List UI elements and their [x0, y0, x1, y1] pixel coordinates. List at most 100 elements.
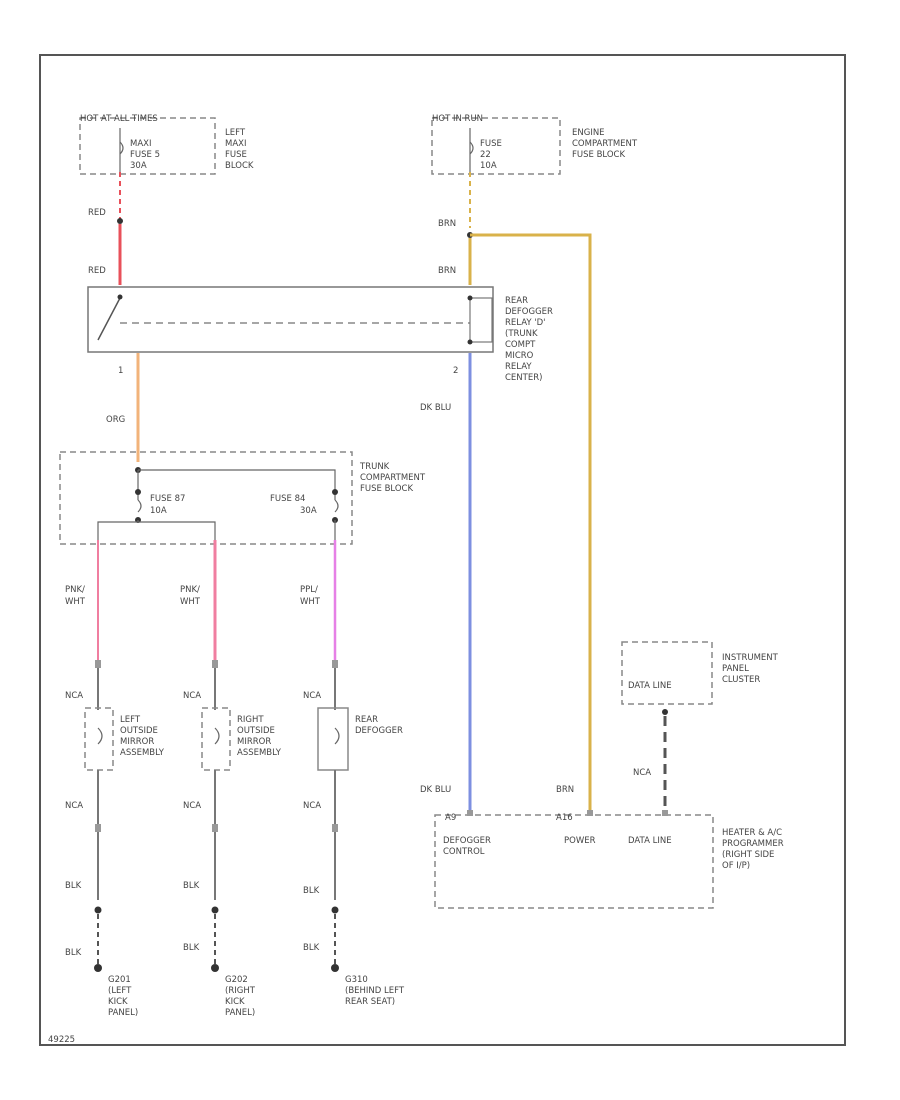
fuse-22-label-1: FUSE: [480, 139, 502, 149]
relay-center-box: [87, 286, 494, 353]
g201-label-2: (LEFT: [108, 986, 132, 996]
wire-label-nca-1: NCA: [65, 691, 83, 701]
fuse-84-label-1: FUSE 84: [270, 494, 305, 504]
defogger-control-label-1: DEFOGGER: [443, 836, 491, 846]
right-mirror-label-3: MIRROR: [237, 737, 271, 747]
wire-label-blk-1: BLK: [65, 881, 82, 891]
rear-defogger-grid-symbol: [334, 727, 340, 745]
wire-label-nca-3: NCA: [303, 691, 321, 701]
relay-pin-2: 2: [453, 366, 458, 376]
diagram-frame: [39, 54, 846, 1046]
relay-label-8: CENTER): [505, 373, 542, 383]
g202-label-3: KICK: [225, 997, 245, 1007]
connector-dot: [117, 218, 123, 224]
g202-label-1: G202: [225, 975, 248, 985]
g202-label-2: (RIGHT: [225, 986, 256, 996]
hot-in-run-label: HOT IN RUN: [432, 114, 483, 124]
relay-coil-dot-top: [467, 295, 473, 301]
left-mirror-assembly-outline: [84, 707, 114, 771]
wire-label-dk-blu-lower: DK BLU: [420, 785, 451, 795]
wire-label-nca-data: NCA: [633, 768, 651, 778]
fuse-22-symbol: [469, 141, 474, 155]
wire-label-blk-4: BLK: [65, 948, 82, 958]
hvac-pin-power: [587, 810, 593, 816]
ground-connector-right: [212, 824, 218, 832]
fuse-87-label-2: 10A: [150, 506, 167, 516]
left-maxi-block-label-2: MAXI: [225, 139, 246, 149]
fuse-87-label-1: FUSE 87: [150, 494, 185, 504]
g310-label-3: REAR SEAT): [345, 997, 395, 1007]
engine-fuse-block-label-3: FUSE BLOCK: [572, 150, 625, 160]
trunk-fuse-block-label-3: FUSE BLOCK: [360, 484, 413, 494]
wire-label-pnk-right-1: PNK/: [180, 585, 200, 595]
g202-label-4: PANEL): [225, 1008, 255, 1018]
maxi-fuse-label-3: 30A: [130, 161, 147, 171]
engine-fuse-block-label-1: ENGINE: [572, 128, 605, 138]
hvac-pin-a9-label: A9: [445, 813, 456, 823]
ground-g201: [94, 964, 102, 972]
wire-label-nca-2: NCA: [183, 691, 201, 701]
relay-label-4: (TRUNK: [505, 329, 538, 339]
engine-fuse-block-label-2: COMPARTMENT: [572, 139, 638, 149]
hvac-label-4: OF I/P): [722, 861, 750, 871]
hvac-power-label: POWER: [564, 836, 596, 846]
wire-label-blk-6: BLK: [303, 943, 320, 953]
left-maxi-block-label-4: BLOCK: [225, 161, 254, 171]
right-mirror-label-2: OUTSIDE: [237, 726, 275, 736]
maxi-fuse-label-2: FUSE 5: [130, 150, 160, 160]
g201-label-3: KICK: [108, 997, 128, 1007]
hvac-label-3: (RIGHT SIDE: [722, 850, 774, 860]
wire-label-pnk-left-1: PNK/: [65, 585, 85, 595]
relay-label-5: COMPT: [505, 340, 536, 350]
left-mirror-label-1: LEFT: [120, 715, 141, 725]
left-mirror-label-4: ASSEMBLY: [120, 748, 165, 758]
wire-label-pnk-right-2: WHT: [180, 597, 201, 607]
hvac-label-1: HEATER & A/C: [722, 828, 782, 838]
hvac-data-line-label: DATA LINE: [628, 836, 672, 846]
connector-left-mirror: [95, 660, 101, 668]
right-mirror-heater-symbol: [214, 727, 220, 745]
wire-label-red-lower: RED: [88, 266, 106, 276]
right-mirror-label-1: RIGHT: [237, 715, 264, 725]
hvac-label-2: PROGRAMMER: [722, 839, 784, 849]
fuse-84-label-2: 30A: [300, 506, 317, 516]
ipc-data-dot: [662, 709, 668, 715]
engine-fuse-block-outline: [431, 117, 561, 175]
rear-defogger-outline: [317, 707, 349, 771]
ipc-label-2: PANEL: [722, 664, 749, 674]
maxi-fuse-label-1: MAXI: [130, 139, 151, 149]
ground-connector-rear: [332, 824, 338, 832]
relay-contact-dot: [117, 294, 123, 300]
relay-label-2: DEFOGGER: [505, 307, 553, 317]
wire-label-blk-3: BLK: [303, 886, 320, 896]
relay-label-6: MICRO: [505, 351, 534, 361]
brn-wire-to-hvac: [470, 233, 592, 810]
left-mirror-label-2: OUTSIDE: [120, 726, 158, 736]
hot-at-all-times-label: HOT AT ALL TIMES: [80, 114, 158, 124]
wire-label-red-upper: RED: [88, 208, 106, 218]
fuse-87-branch-left: [97, 520, 139, 540]
fuse-84-dot-top: [332, 489, 338, 495]
relay-pin-1: 1: [118, 366, 123, 376]
relay-label-3: RELAY 'D': [505, 318, 545, 328]
wire-label-nca-4: NCA: [65, 801, 83, 811]
relay-coil: [469, 297, 493, 343]
wire-label-blk-2: BLK: [183, 881, 200, 891]
wire-label-pnk-left-2: WHT: [65, 597, 86, 607]
rear-defogger-label-1: REAR: [355, 715, 378, 725]
right-mirror-label-4: ASSEMBLY: [237, 748, 282, 758]
relay-label-1: REAR: [505, 296, 528, 306]
fuse-84-symbol: [334, 499, 339, 513]
rear-defogger-label-2: DEFOGGER: [355, 726, 403, 736]
ground-g202: [211, 964, 219, 972]
connector-right-mirror: [212, 660, 218, 668]
wire-label-ppl-2: WHT: [300, 597, 321, 607]
fuse-87-dot-top: [135, 489, 141, 495]
relay-switch-contact: [97, 297, 121, 341]
ipc-label-3: CLUSTER: [722, 675, 760, 685]
trunk-fuse-block-label-1: TRUNK: [359, 462, 390, 472]
g201-label-1: G201: [108, 975, 131, 985]
diagram-code: 49225: [48, 1035, 75, 1045]
ipc-label-1: INSTRUMENT: [722, 653, 779, 663]
